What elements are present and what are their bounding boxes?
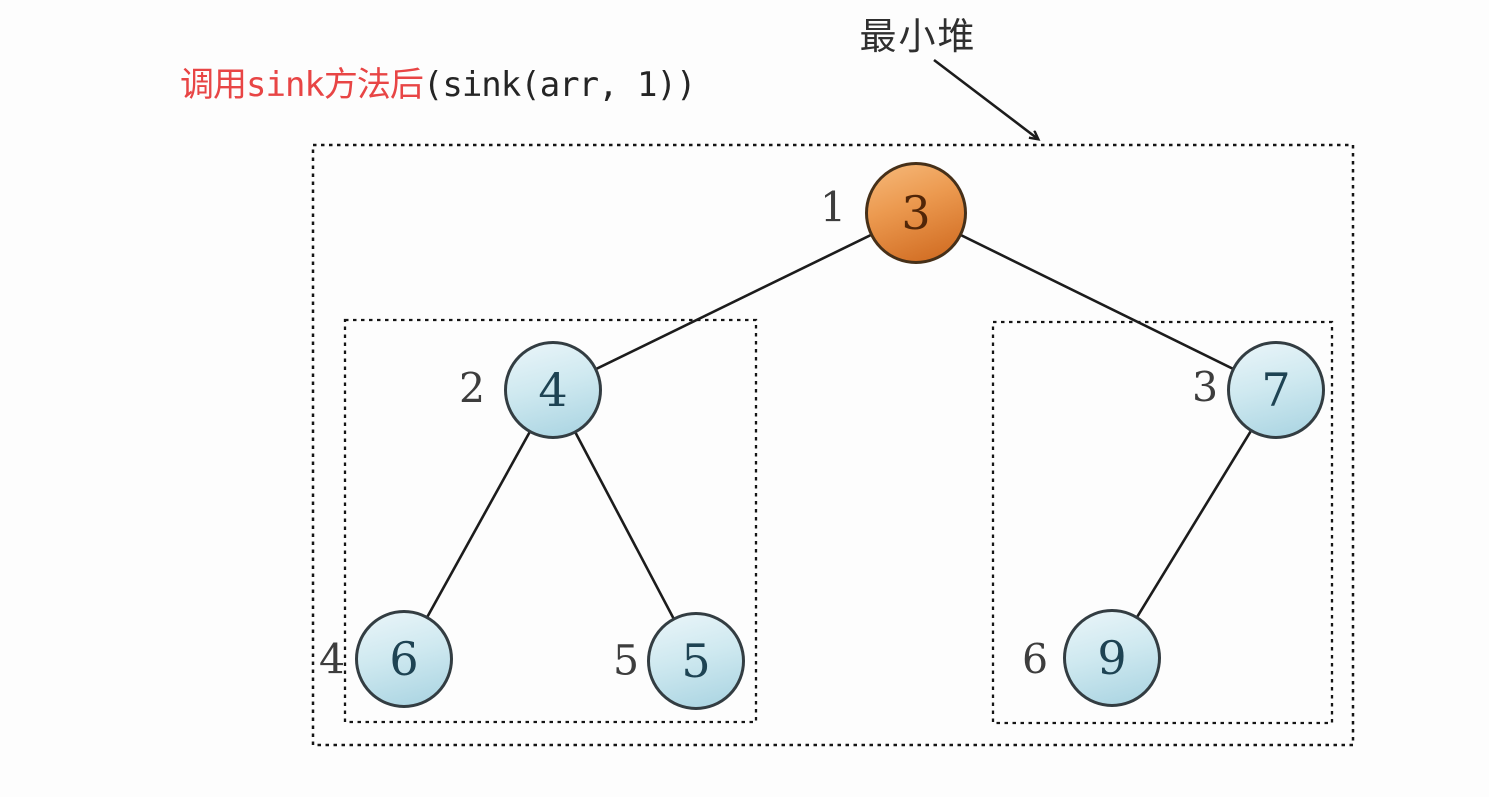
- edge-2-5: [551, 389, 698, 662]
- index-label-4: 4: [318, 635, 346, 684]
- heap-node-1: 3: [865, 162, 967, 264]
- caption-call-text: (sink(arr, 1)): [422, 65, 697, 105]
- index-label-2: 2: [458, 364, 486, 413]
- index-label-6: 6: [1021, 635, 1049, 684]
- heap-outer-box: [311, 143, 1355, 747]
- index-label-3: 3: [1191, 363, 1219, 412]
- heap-node-4: 6: [355, 610, 453, 708]
- heap-node-5: 5: [647, 612, 745, 710]
- edge-3-6: [1110, 389, 1278, 659]
- edge-2-4: [402, 389, 555, 660]
- heap-node-2: 4: [504, 341, 602, 439]
- right-subtree-box: [991, 320, 1334, 725]
- caption-method-text: 调用sink方法后: [180, 65, 424, 105]
- min-heap-label: 最小堆: [859, 15, 977, 58]
- caption: 调用sink方法后(sink(arr, 1)): [180, 57, 697, 106]
- edge-1-3: [915, 211, 1277, 392]
- annotation-arrow: [933, 58, 1038, 139]
- index-label-5: 5: [612, 636, 640, 685]
- heap-node-3: 7: [1227, 341, 1325, 439]
- index-label-1: 1: [819, 183, 847, 232]
- edge-1-2: [552, 211, 917, 392]
- heap-node-6: 9: [1063, 609, 1161, 707]
- left-subtree-box: [343, 318, 758, 724]
